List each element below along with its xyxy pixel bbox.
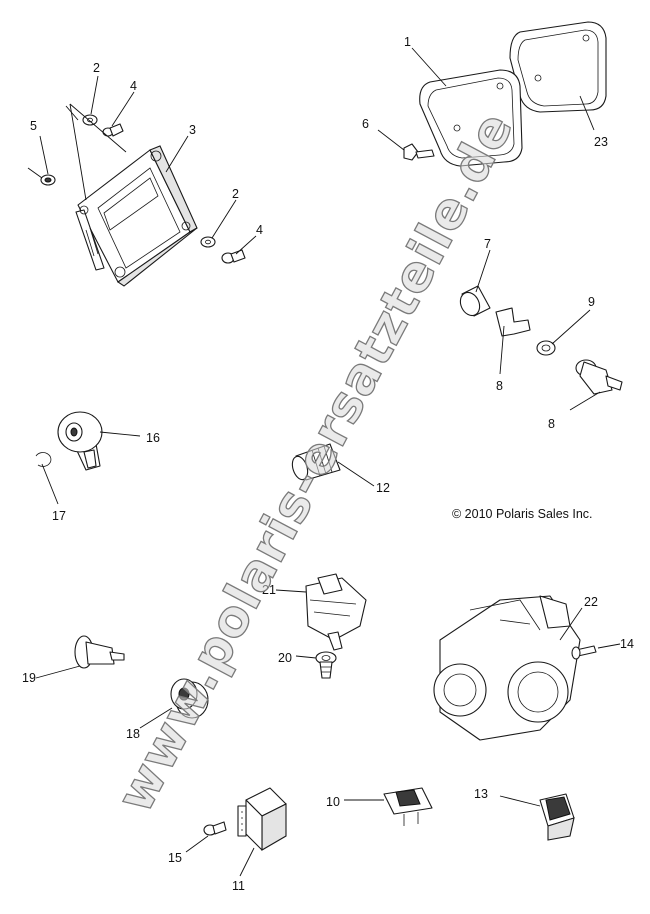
copyright-notice: © 2010 Polaris Sales Inc. — [452, 507, 593, 521]
part-7-sleeve — [459, 285, 491, 317]
part-13-switch — [539, 793, 575, 841]
part-19-bulb-socket — [74, 635, 125, 669]
callout-1: 1 — [404, 35, 411, 49]
callout-5: 5 — [30, 119, 37, 133]
part-23-cover-plate — [509, 21, 607, 113]
part-18-grommet — [170, 678, 209, 719]
callout-21: 21 — [262, 583, 276, 597]
part-6-push-pin — [403, 143, 435, 161]
part-5-grommet — [40, 174, 56, 186]
callout-2-top: 2 — [93, 61, 100, 75]
callout-19: 19 — [22, 671, 36, 685]
callout-3: 3 — [189, 123, 196, 137]
callout-8-bracket: 8 — [496, 379, 503, 393]
callout-9: 9 — [588, 295, 595, 309]
part-12-temp-sensor — [291, 443, 341, 481]
callout-4-lower: 4 — [256, 223, 263, 237]
part-3-ecu-module — [75, 145, 198, 287]
callout-22: 22 — [584, 595, 598, 609]
callout-10: 10 — [326, 795, 340, 809]
callout-8-switch: 8 — [548, 417, 555, 431]
part-4-screw-lower — [221, 249, 246, 264]
part-20-grommet — [315, 651, 337, 679]
part-8-switch — [575, 359, 623, 395]
part-2-washer-top — [82, 114, 98, 126]
part-22-throttle-body — [433, 595, 581, 741]
callout-2-lower: 2 — [232, 187, 239, 201]
part-14-screw — [571, 645, 597, 660]
callout-13: 13 — [474, 787, 488, 801]
callout-17: 17 — [52, 509, 66, 523]
part-16-knock-sensor — [57, 411, 103, 471]
part-8-bracket — [495, 307, 531, 337]
callout-16: 16 — [146, 431, 160, 445]
callout-7: 7 — [484, 237, 491, 251]
part-1-cover-plate — [419, 69, 523, 167]
part-2-washer-lower — [200, 236, 216, 248]
callout-14: 14 — [620, 637, 634, 651]
callout-18: 18 — [126, 727, 140, 741]
callout-20: 20 — [278, 651, 292, 665]
callout-15: 15 — [168, 851, 182, 865]
callout-4-top: 4 — [130, 79, 137, 93]
part-4-screw-top — [102, 123, 124, 137]
part-17-clip — [35, 452, 52, 467]
callout-11: 11 — [232, 879, 245, 893]
part-15-screw — [203, 821, 227, 836]
part-10-rocker-switch — [383, 787, 433, 826]
part-21-map-sensor — [305, 573, 367, 651]
part-9-nut — [536, 340, 556, 356]
part-11-relay — [237, 787, 287, 851]
callout-6: 6 — [362, 117, 369, 131]
callout-numbers: 1 2 4 5 3 2 4 6 23 7 9 8 8 16 17 12 21 2… — [22, 35, 634, 893]
callout-23: 23 — [594, 135, 608, 149]
leader-lines — [27, 47, 621, 877]
callout-12: 12 — [376, 481, 390, 495]
